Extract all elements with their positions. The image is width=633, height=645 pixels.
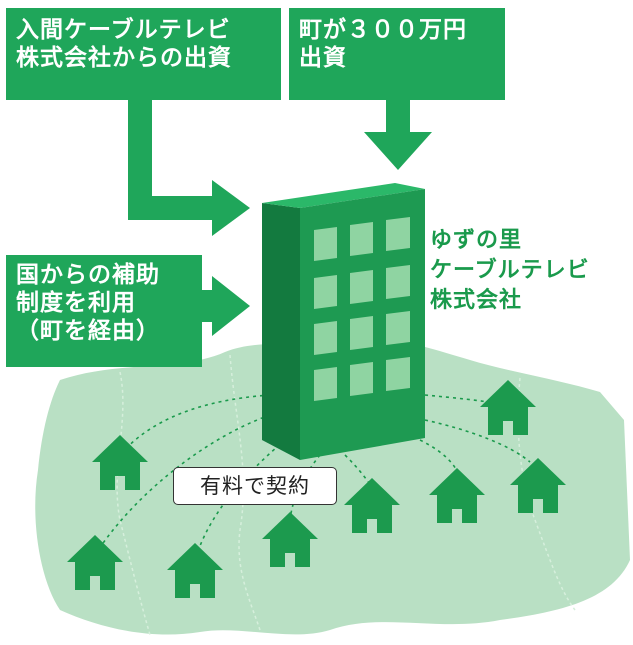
house-icon: [429, 468, 485, 523]
subsidy-box: 国からの補助 制度を利用 （町を経由）: [6, 255, 202, 367]
arrow-town-investment: [364, 98, 432, 170]
cable-investment-line2: 株式会社からの出資: [16, 45, 232, 71]
subsidy-line1: 国からの補助: [16, 262, 160, 288]
house-icon: [344, 478, 400, 533]
building: [262, 183, 425, 460]
cable-investment-box: 入間ケーブルテレビ 株式会社からの出資: [6, 8, 281, 100]
connection-line: [94, 414, 271, 556]
connection-line: [344, 454, 376, 496]
house-icon: [480, 380, 536, 435]
company-name: ゆずの里 ケーブルテレビ 株式会社: [430, 226, 590, 316]
connection-line: [424, 394, 506, 406]
house-icon: [510, 458, 566, 513]
town-investment-box: 町が３００万円 出資: [289, 8, 505, 100]
connection-line: [119, 394, 271, 456]
arrow-subsidy: [200, 276, 250, 336]
subsidy-line3: （町を経由）: [16, 318, 160, 344]
cable-investment-line1: 入間ケーブルテレビ: [16, 17, 231, 43]
subsidy-line2: 制度を利用: [16, 290, 136, 316]
company-name-line2: ケーブルテレビ: [430, 258, 590, 283]
town-investment-line2: 出資: [299, 45, 347, 71]
paid-contract-label: 有料で契約: [173, 467, 337, 505]
connection-line: [424, 419, 531, 463]
house-icon: [262, 512, 318, 567]
region-border: [229, 354, 261, 631]
connection-line: [419, 439, 461, 479]
town-investment-line1: 町が３００万円: [299, 17, 467, 43]
house-icon: [167, 543, 223, 598]
region-border: [517, 377, 576, 611]
region-border: [116, 371, 151, 636]
house-icon: [92, 435, 148, 490]
connection-line: [194, 439, 286, 561]
company-name-line1: ゆずの里: [430, 228, 523, 253]
arrow-cable-investment: [128, 98, 250, 236]
company-name-line3: 株式会社: [430, 288, 523, 313]
house-icon: [67, 535, 123, 590]
